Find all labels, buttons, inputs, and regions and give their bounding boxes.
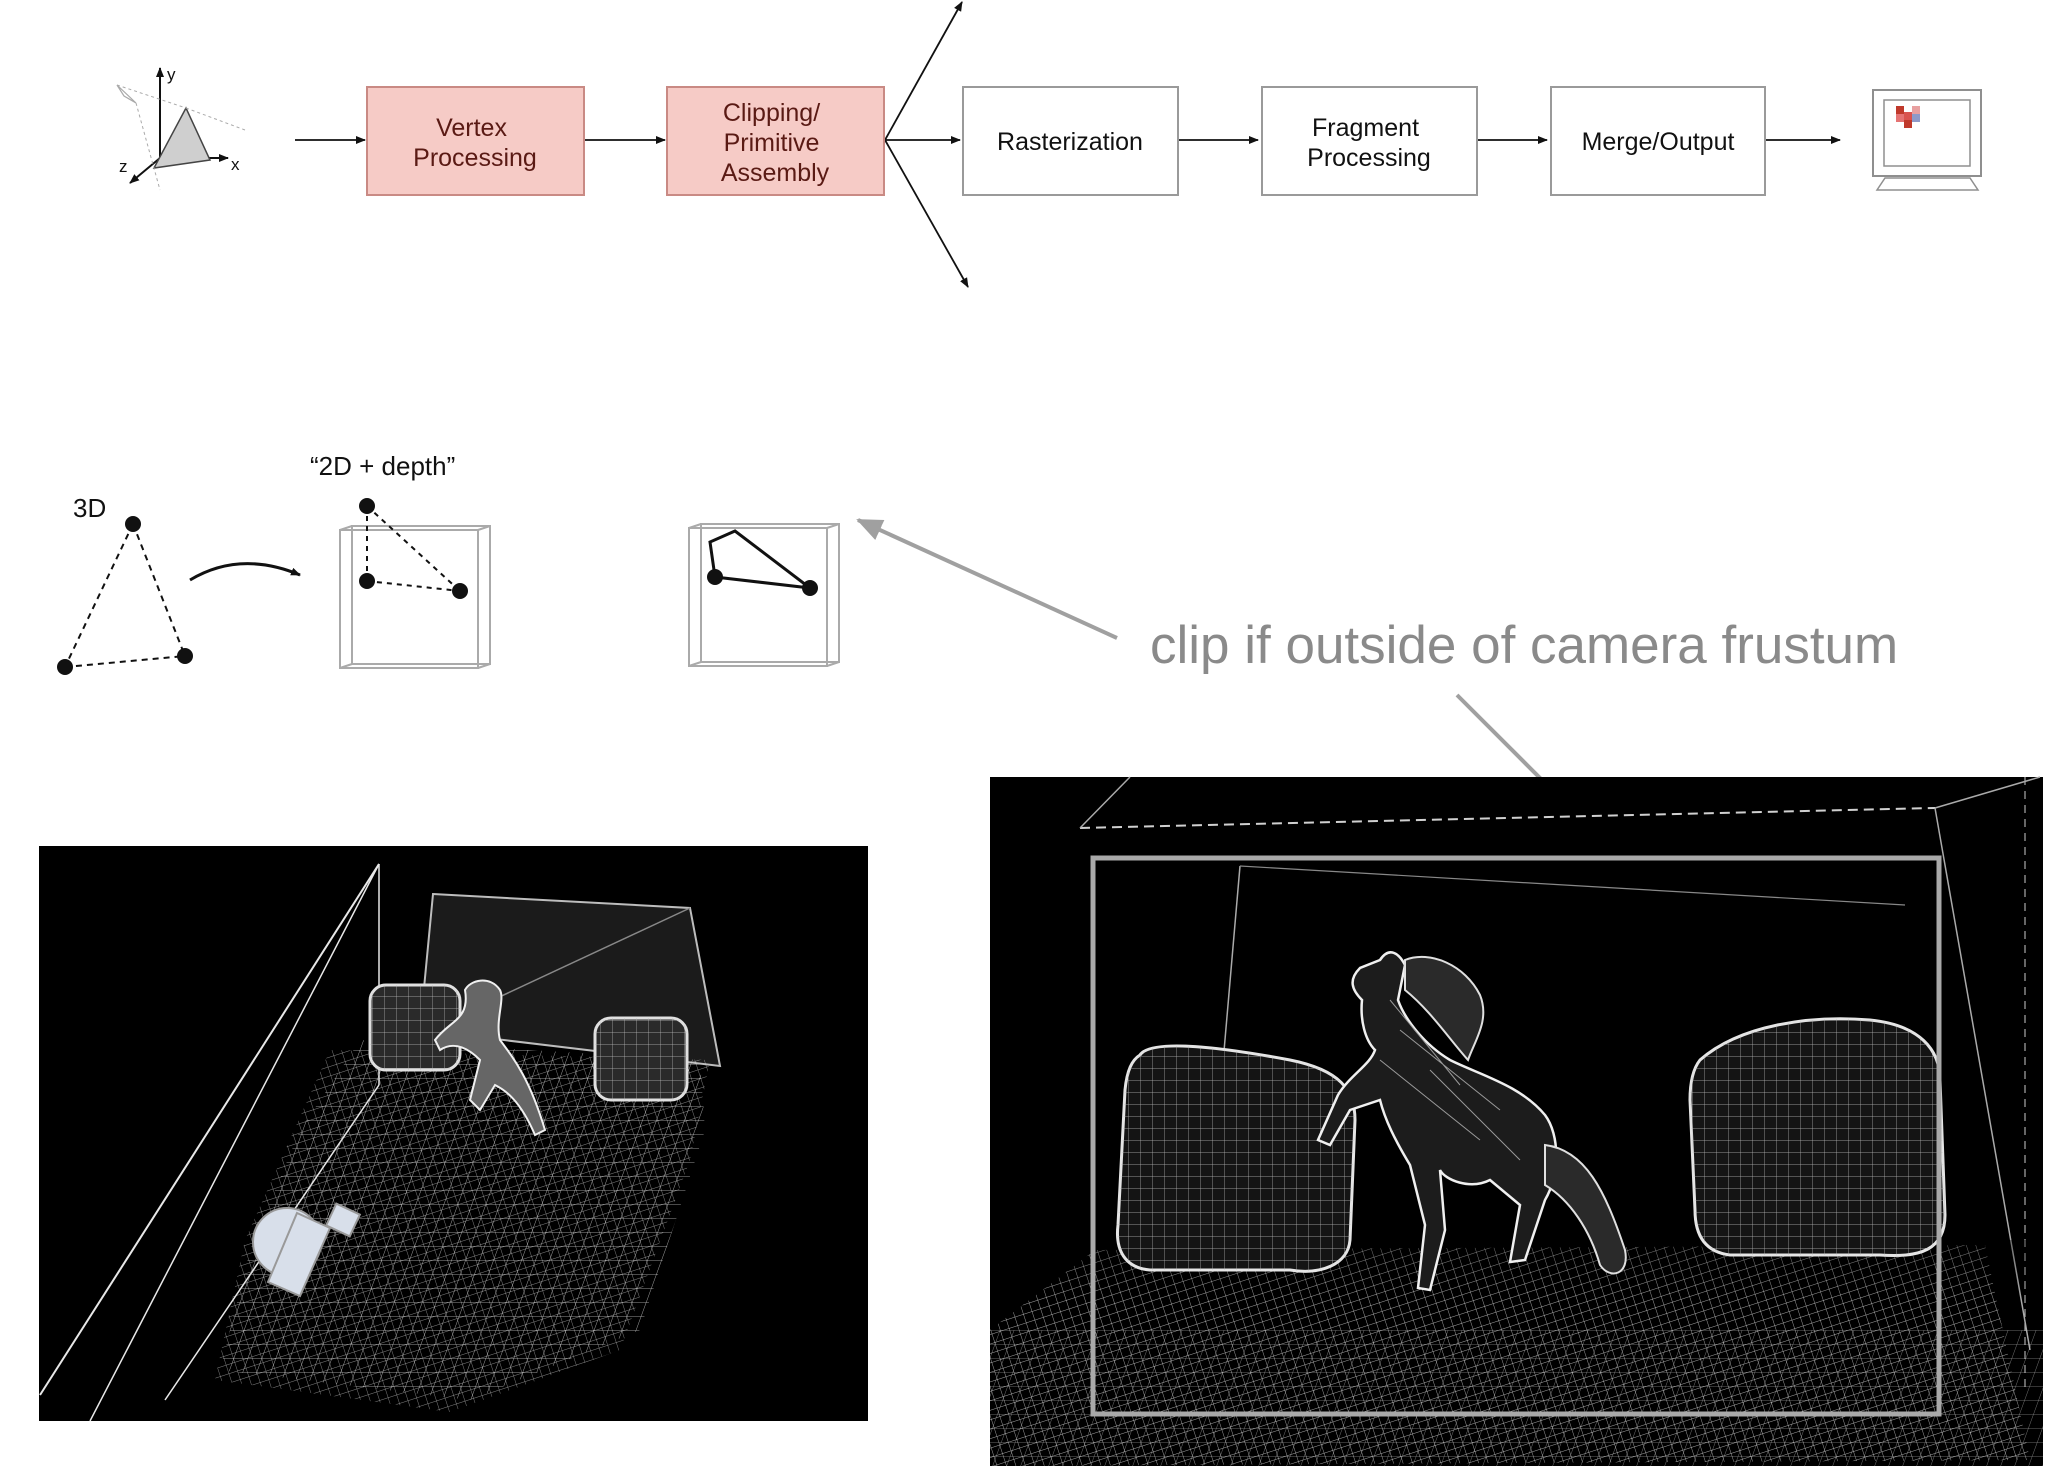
axis-label-x: x (231, 155, 240, 174)
svg-text:Clipping/ Primitive: Clipping/ Primitive Assembly (721, 99, 830, 187)
stage-label-line: Rasterization (997, 128, 1143, 156)
arrow-clipping-branch-down (884, 139, 969, 288)
camera-icon (252, 1202, 362, 1298)
stage-clipping-primitive-assembly: Clipping/ Primitive Assembly (666, 86, 885, 196)
projection-arrow (189, 562, 301, 582)
projection-3d-triangle: 3D (57, 493, 193, 675)
arrow-clipping-branch-up (884, 1, 963, 141)
pipeline-arrows (295, 1, 1841, 288)
stage-fragment-processing: Fragment Processing (1261, 86, 1478, 196)
stage-merge-output: Merge/Output (1550, 86, 1766, 196)
stage-vertex-processing: Vertex Processing (366, 86, 585, 196)
label-3d: 3D (73, 493, 106, 523)
stage-label-line: Processing (1307, 144, 1431, 172)
svg-text:Rasterization: Rasterization (997, 128, 1143, 156)
stage-label-line: Processing (413, 144, 537, 172)
scene-overview-render (39, 846, 868, 1422)
axis-triangle-icon: y x z (116, 65, 246, 191)
svg-text:Vertex Processing: Vertex Processing (413, 114, 537, 172)
label-2d-depth: “2D + depth” (310, 451, 455, 481)
annotation-arrow-to-box (856, 518, 1118, 640)
axis-label-z: z (119, 157, 128, 176)
stage-rasterization: Rasterization (962, 86, 1179, 196)
stage-label-line: Clipping/ (723, 99, 820, 127)
camera-view-render (990, 776, 2043, 1466)
monitor-icon (1872, 89, 1982, 191)
horse-wireframe (1316, 951, 1627, 1292)
stage-label-line: Merge/Output (1582, 128, 1735, 156)
svg-text:Fragment Processing: Fragment Processing (1307, 114, 1431, 172)
axis-label-y: y (167, 65, 176, 84)
camera-frustum-frame (1090, 855, 1942, 1417)
stage-label-line: Fragment (1312, 114, 1419, 142)
stage-label-line: Primitive (724, 129, 820, 157)
projection-2d-depth-box: “2D + depth” (310, 451, 491, 669)
stage-label-line: Vertex (436, 114, 507, 142)
svg-text:Merge/Output: Merge/Output (1582, 128, 1735, 156)
annotation-text: clip if outside of camera frustum (1150, 616, 1898, 675)
stage-label-line: Assembly (721, 159, 830, 187)
clipped-primitive-box (688, 523, 840, 667)
